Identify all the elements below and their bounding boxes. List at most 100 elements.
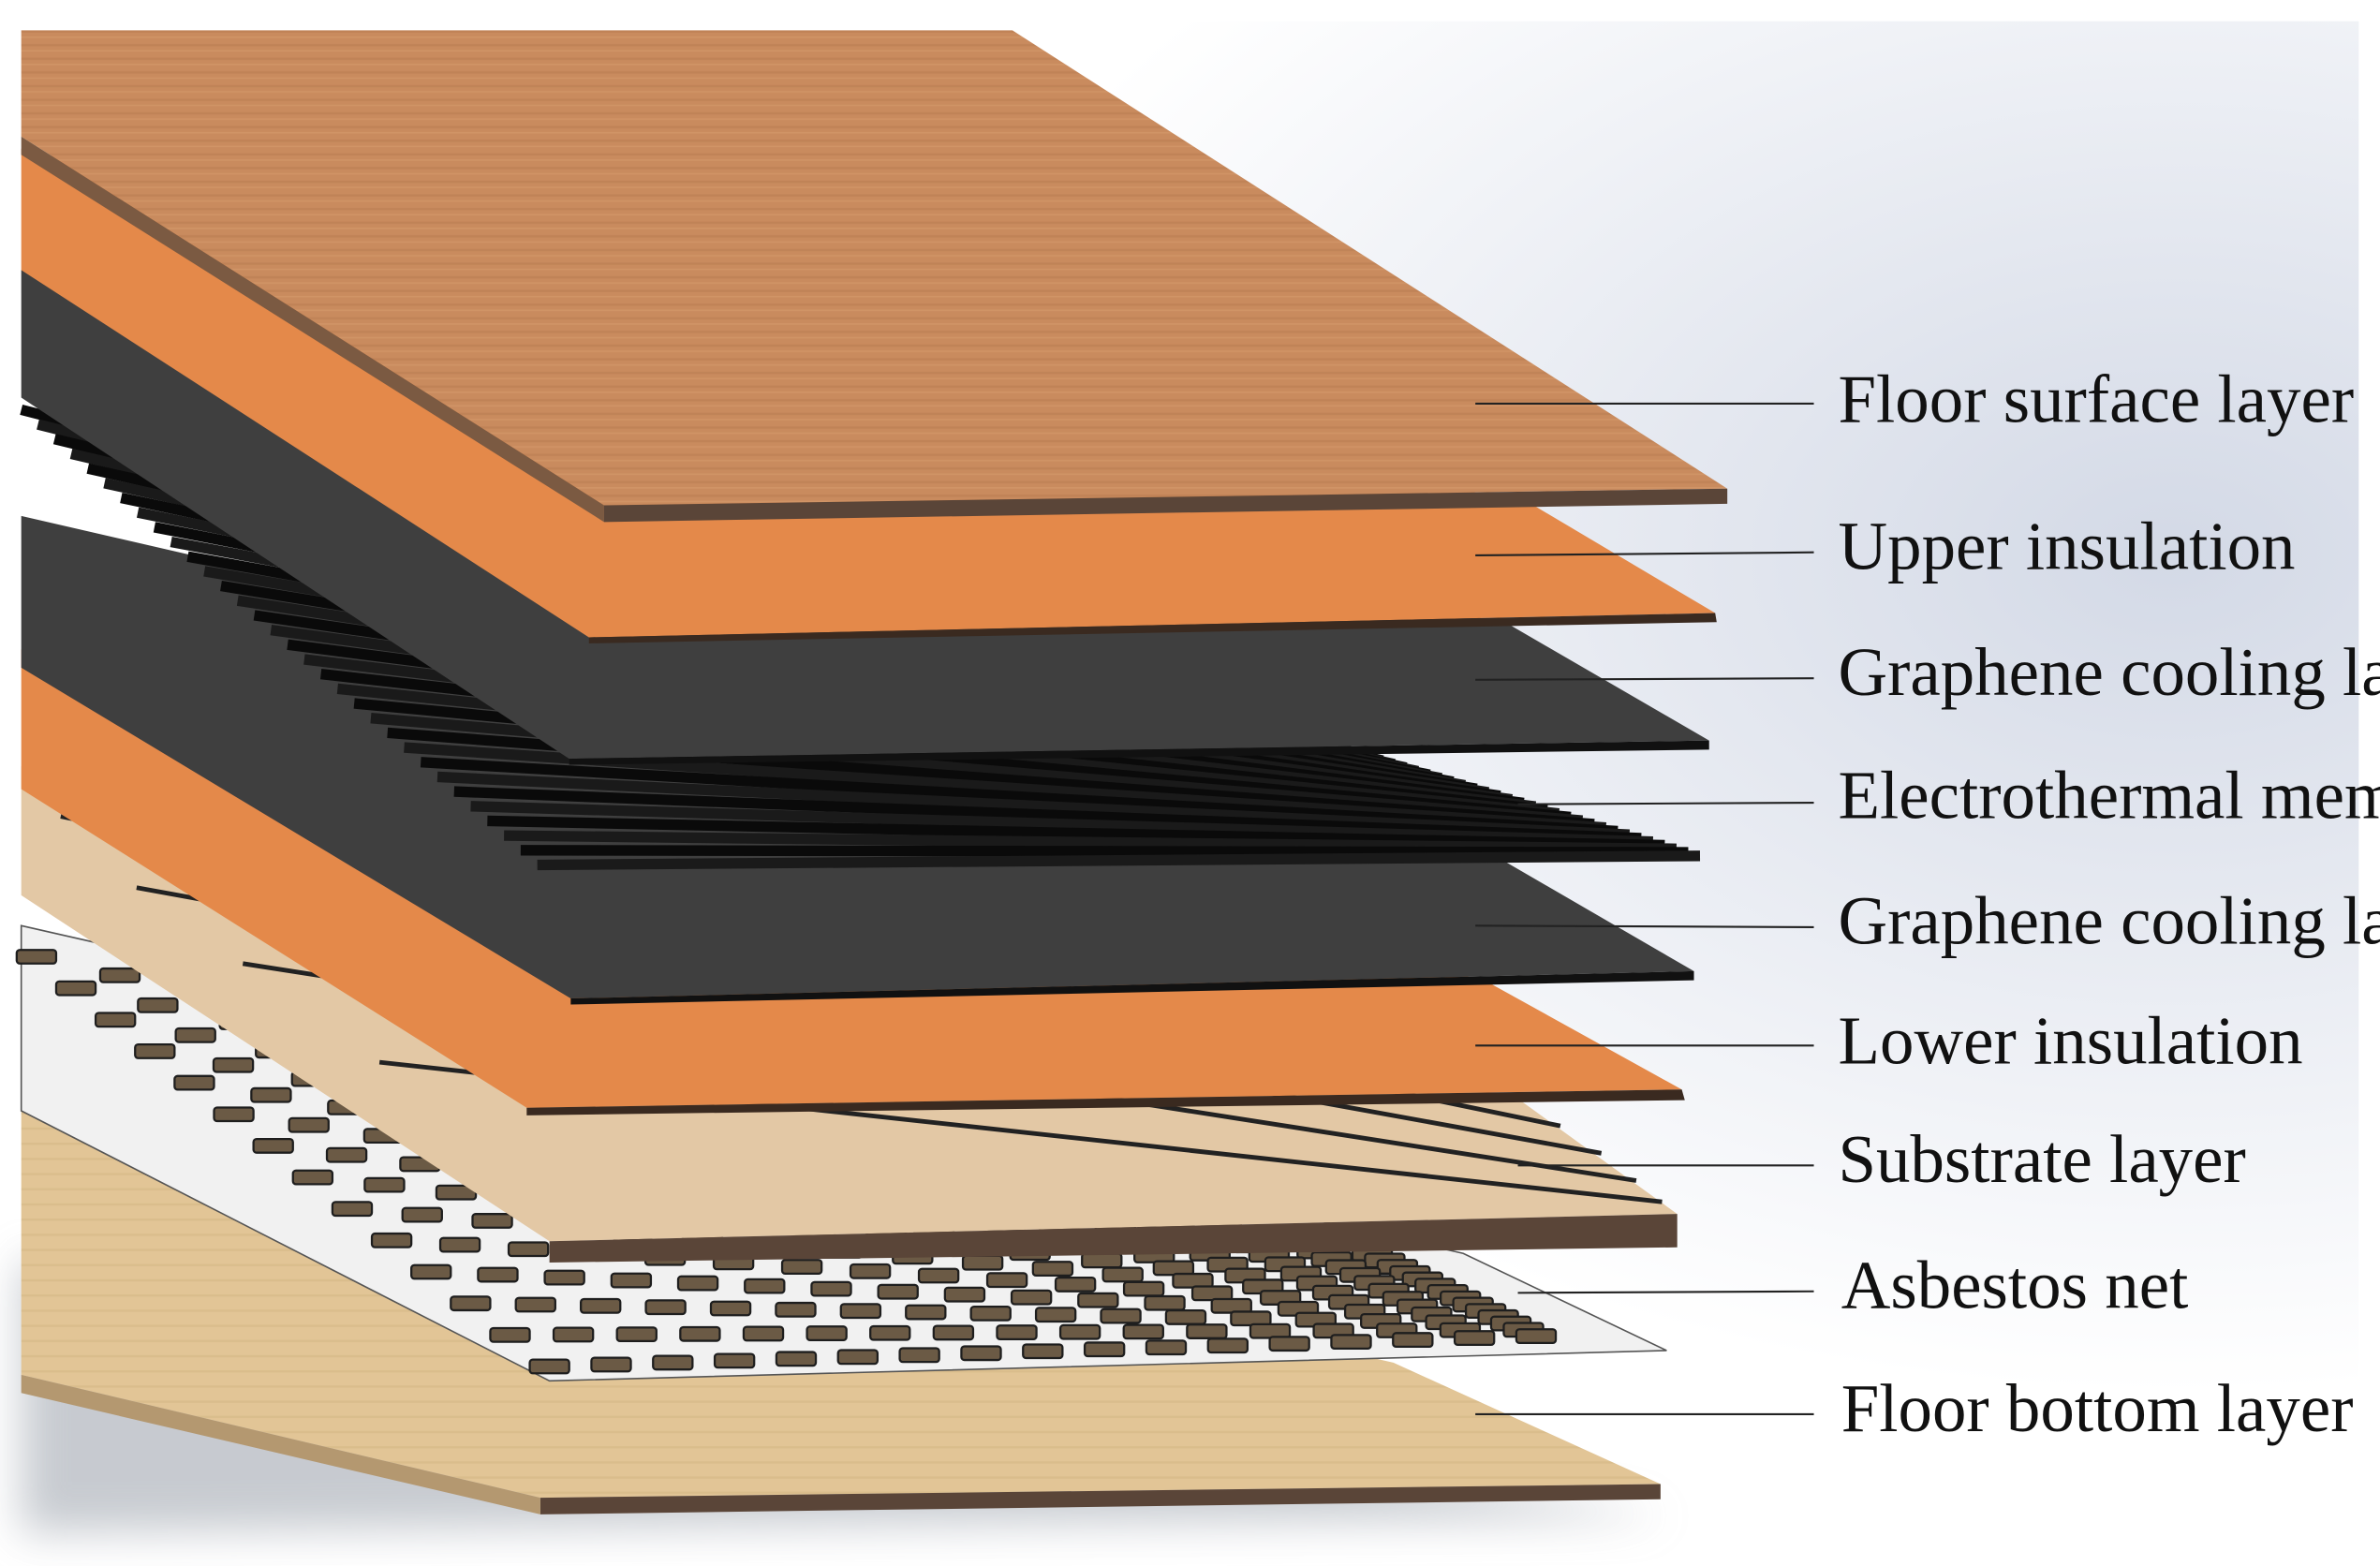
net-hole <box>806 1325 848 1342</box>
net-hole <box>15 949 58 965</box>
net-hole <box>291 1169 334 1186</box>
net-hole <box>288 1116 330 1133</box>
net-hole <box>1031 1261 1074 1277</box>
net-hole <box>137 997 179 1013</box>
net-hole <box>543 1269 585 1286</box>
heating-strip <box>537 850 1701 871</box>
net-hole <box>1268 1336 1310 1352</box>
net-hole <box>742 1325 785 1342</box>
leader-asbestos <box>1517 1290 1814 1294</box>
net-hole <box>489 1326 531 1343</box>
net-hole <box>1122 1280 1165 1297</box>
net-hole <box>1515 1328 1558 1344</box>
label-floor-bottom: Floor bottom layer <box>1841 1370 2354 1446</box>
net-hole <box>1186 1323 1228 1339</box>
net-hole <box>1083 1341 1126 1358</box>
net-hole <box>709 1300 752 1317</box>
net-hole <box>370 1232 413 1248</box>
net-hole <box>514 1296 556 1313</box>
net-hole <box>98 967 141 983</box>
net-hole <box>213 1106 255 1123</box>
net-hole <box>410 1263 452 1280</box>
net-hole <box>943 1286 986 1303</box>
net-hole <box>1022 1343 1064 1360</box>
heating-strip <box>504 830 1677 854</box>
net-hole <box>1453 1330 1496 1346</box>
net-hole <box>1081 1252 1123 1269</box>
net-hole <box>775 1351 818 1367</box>
net-hole <box>507 1241 550 1258</box>
net-hole <box>1145 1339 1188 1356</box>
net-hole <box>477 1266 519 1283</box>
heating-strip <box>520 845 1689 858</box>
label-graphene-upper: Graphene cooling layer <box>1838 634 2380 710</box>
net-hole <box>610 1272 653 1289</box>
label-upper-insulation: Upper insulation <box>1838 509 2295 584</box>
net-hole <box>960 1345 1002 1362</box>
leader-upper-insulation <box>1475 551 1814 557</box>
net-hole <box>1034 1307 1077 1323</box>
labels: Floor surface layer Upper insulation Gra… <box>1838 361 2380 1445</box>
net-hole <box>810 1280 852 1297</box>
net-hole <box>679 1325 721 1342</box>
leader-lines <box>1475 402 1814 1416</box>
net-hole <box>898 1347 940 1364</box>
net-hole <box>438 1236 481 1253</box>
label-graphene-lower: Graphene cooling layer <box>1838 883 2380 959</box>
net-hole <box>331 1201 374 1218</box>
net-hole <box>985 1272 1028 1289</box>
net-hole <box>528 1358 570 1375</box>
net-hole <box>1100 1307 1142 1324</box>
net-hole <box>744 1278 786 1294</box>
net-hole <box>471 1213 513 1229</box>
net-hole <box>1144 1294 1186 1311</box>
net-hole <box>652 1354 694 1371</box>
net-hole <box>877 1283 919 1300</box>
net-hole <box>1122 1323 1164 1340</box>
label-electrothermal: Electrothermal membrane <box>1838 757 2380 833</box>
net-hole <box>363 1176 406 1193</box>
net-hole <box>174 1027 216 1043</box>
net-hole <box>1010 1289 1053 1306</box>
net-hole <box>780 1259 823 1276</box>
net-hole <box>1054 1276 1097 1293</box>
net-hole <box>849 1263 892 1279</box>
net-hole <box>869 1324 911 1341</box>
net-hole <box>1392 1332 1434 1349</box>
net-hole <box>252 1137 294 1154</box>
net-hole <box>1077 1292 1119 1308</box>
net-hole <box>969 1305 1012 1322</box>
net-hole <box>996 1324 1038 1340</box>
net-hole <box>1330 1334 1372 1351</box>
net-hole <box>250 1086 292 1103</box>
label-floor-surface: Floor surface layer <box>1838 361 2354 436</box>
net-hole <box>1058 1323 1101 1340</box>
net-hole <box>839 1303 882 1320</box>
net-hole <box>54 980 97 997</box>
label-asbestos: Asbestos net <box>1841 1248 2189 1323</box>
leader-graphene-lower <box>1475 924 1814 928</box>
net-hole <box>212 1056 255 1073</box>
net-hole <box>401 1206 443 1223</box>
net-hole <box>775 1301 817 1318</box>
net-hole <box>713 1352 756 1369</box>
net-hole <box>552 1326 595 1343</box>
net-hole <box>325 1146 368 1163</box>
net-hole <box>450 1295 492 1312</box>
net-hole <box>590 1356 632 1373</box>
net-hole <box>932 1324 975 1341</box>
floor-surface-layer <box>21 30 1728 523</box>
net-hole <box>644 1299 687 1316</box>
leader-electrothermal <box>1517 802 1814 805</box>
net-hole <box>961 1254 1004 1271</box>
leader-graphene-upper <box>1475 677 1814 681</box>
net-hole <box>905 1304 947 1321</box>
net-hole <box>836 1349 880 1366</box>
net-hole <box>1206 1337 1249 1354</box>
net-hole <box>580 1297 622 1314</box>
net-hole <box>1101 1266 1144 1283</box>
net-hole <box>173 1074 215 1091</box>
net-hole <box>615 1326 658 1343</box>
net-hole <box>676 1275 719 1292</box>
